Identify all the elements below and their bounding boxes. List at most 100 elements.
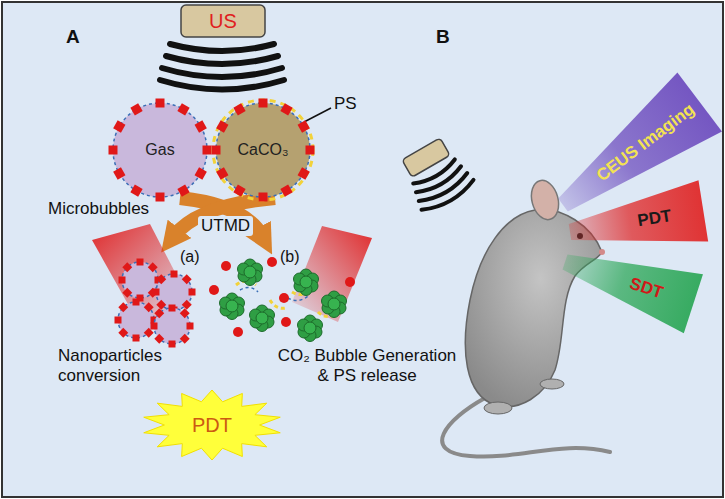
utmd-label: UTMD (198, 216, 253, 236)
wave-arc (166, 56, 278, 64)
ps-square (182, 274, 192, 284)
ps-square (137, 259, 144, 266)
ps-square (171, 271, 178, 278)
burst-shape (144, 390, 280, 460)
ps-square (216, 167, 228, 179)
wave-arc (170, 44, 274, 51)
ps-square (203, 146, 212, 155)
co2-bubble (294, 269, 319, 296)
ps-square (233, 103, 245, 115)
co2-bubble (220, 293, 245, 320)
ps-square (115, 317, 122, 324)
ps-square (130, 185, 142, 197)
ultrasound-waves (160, 44, 284, 90)
ps-square (113, 120, 125, 132)
wave-arc (413, 159, 457, 187)
ps-square (280, 185, 292, 197)
laser-beam-b (292, 226, 372, 322)
ps-square (177, 185, 189, 197)
ps-square (180, 334, 190, 344)
utmd-arrows (174, 198, 275, 236)
ps-square (169, 305, 176, 312)
ps-square (182, 300, 192, 310)
ps-dot (221, 261, 231, 271)
ps-dot (233, 327, 243, 337)
ps-dot (279, 293, 289, 303)
caption-label: Nanoparticles conversion (58, 346, 208, 387)
beam-shape (555, 233, 703, 334)
bubble-shell (154, 308, 190, 344)
ps-square (119, 277, 126, 284)
mouse-ear (527, 177, 562, 222)
co2-release-group (209, 257, 355, 342)
beam-shape (565, 180, 708, 262)
ps-square (109, 146, 118, 155)
ps-square (144, 302, 154, 312)
ps-square (259, 99, 268, 108)
co2-bubble (250, 305, 275, 332)
ps-square (122, 288, 132, 298)
wave-arc (416, 166, 464, 197)
panel-letter: A (66, 26, 80, 49)
node-text: CaCO₃ (238, 141, 289, 159)
ps-square (130, 103, 142, 115)
transducer-body (181, 5, 265, 37)
caption-label: CO₂ Bubble Generation & PS release (272, 346, 462, 387)
wave-arc (422, 180, 477, 216)
ps-square (189, 289, 196, 296)
ps-leader-line (304, 108, 331, 122)
utmd-arrow-a (174, 198, 275, 236)
ps-square (154, 308, 164, 318)
co2-bubble (322, 291, 347, 318)
ps-square (151, 323, 158, 330)
ps-square (177, 103, 189, 115)
ps-square (169, 341, 176, 348)
ps-square (156, 99, 165, 108)
mouse-tail (442, 398, 610, 457)
ps-square (216, 120, 228, 132)
ps-square (306, 146, 315, 155)
ps-square (280, 103, 292, 115)
wave-arc (162, 68, 282, 77)
gas-microbubble: Gas (113, 103, 207, 197)
pdt-burst: PDT (142, 390, 282, 460)
ultrasound-transducer: US (180, 4, 266, 38)
mouse-foot (540, 379, 564, 389)
ps-square (180, 308, 190, 318)
ps-square (118, 328, 128, 338)
microbubbles-label: Microbubbles (48, 199, 149, 219)
ps-square (195, 167, 207, 179)
route-label: (b) (280, 247, 300, 266)
panel-letter: B (436, 26, 450, 49)
mouse-transducer (395, 134, 477, 216)
ps-coating (213, 100, 313, 200)
mouse-wave-arcs (408, 156, 477, 215)
ps-square (212, 146, 221, 155)
released-ps-dots (209, 257, 355, 337)
node-text: Gas (145, 141, 174, 159)
node-text: PDT (192, 414, 232, 437)
ps-label: PS (334, 94, 357, 114)
co2-bubble (298, 315, 323, 342)
ps-square (156, 300, 166, 310)
ps-square (156, 274, 166, 284)
ps-dot (209, 285, 219, 295)
ps-square (148, 262, 158, 272)
ps-square (133, 299, 140, 306)
bubble-shell (118, 302, 154, 338)
sdt-beam: SDT (555, 233, 703, 334)
caco3-microbubble: CaCO₃ (216, 103, 310, 197)
ps-dot (345, 277, 355, 287)
nanoparticle-cluster (115, 259, 196, 348)
ps-square (298, 167, 310, 179)
ps-square (233, 185, 245, 197)
wave-arc (160, 80, 284, 90)
mouse-nose (599, 249, 605, 255)
ps-square (187, 323, 194, 330)
ps-square (154, 334, 164, 344)
